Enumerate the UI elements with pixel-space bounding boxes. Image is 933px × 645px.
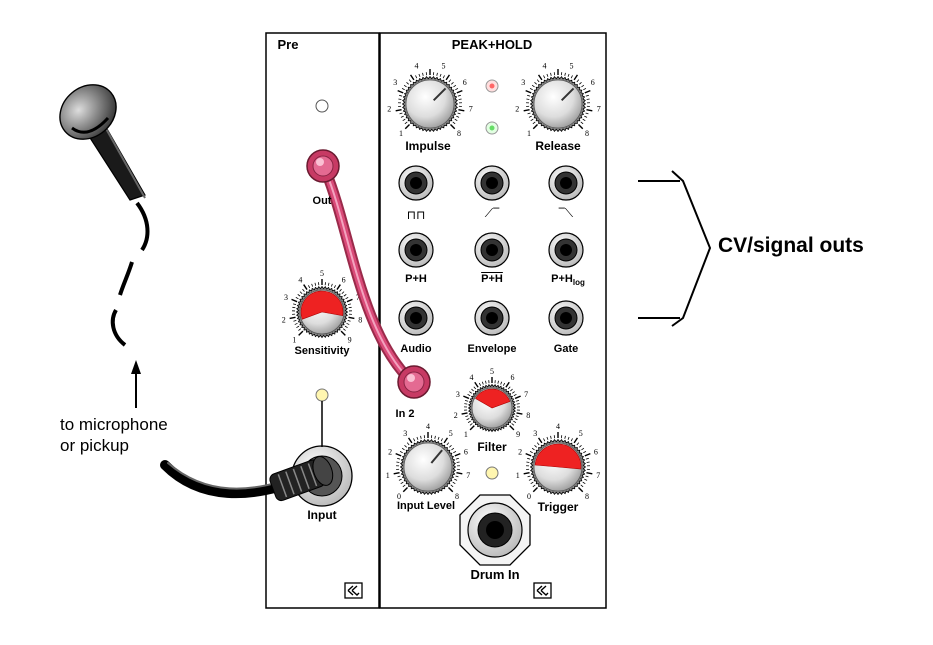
impulse-knob-number: 5 [442, 61, 446, 70]
pre-title: Pre [278, 37, 299, 52]
filter-knob-number: 7 [524, 390, 528, 399]
out-label: Out [313, 195, 332, 207]
release-knob-number: 4 [542, 61, 546, 70]
release-knob-number: 8 [585, 129, 589, 138]
jack-decay-out[interactable] [549, 166, 583, 200]
audio-label: Audio [400, 343, 431, 355]
input-level-knob-number: 2 [388, 447, 392, 456]
drum-in-jack[interactable] [460, 495, 530, 565]
release-label: Release [535, 139, 580, 153]
filter-knob-number: 4 [469, 373, 473, 382]
drum-in-label: Drum In [470, 567, 519, 582]
trigger-knob-number: 1 [516, 471, 520, 480]
sensitivity-knob-number: 3 [284, 293, 288, 302]
sensitivity-knob-number: 1 [292, 336, 296, 345]
input-label: Input [307, 508, 336, 522]
trigger-knob-number: 2 [518, 447, 522, 456]
filter-knob-number: 9 [516, 430, 520, 439]
sensitivity-knob-number: 8 [358, 316, 362, 325]
trigger-label: Trigger [538, 500, 579, 514]
release-knob-number: 5 [570, 61, 574, 70]
input-level-knob-number: 5 [449, 429, 453, 438]
ph-label: P+H [405, 273, 427, 285]
mic-arrow [131, 360, 141, 408]
impulse-knob-number: 2 [387, 105, 391, 114]
jack-envelope-out[interactable] [475, 301, 509, 335]
trigger-knob-number: 3 [533, 429, 537, 438]
input-level-knob-number: 4 [426, 422, 430, 431]
jack-ph-out[interactable] [399, 233, 433, 267]
impulse-label: Impulse [405, 139, 450, 153]
cable-plug-in2[interactable] [398, 366, 430, 398]
trigger-knob-number: 4 [556, 422, 560, 431]
pre-input-led [316, 389, 328, 401]
impulse-knob-number: 8 [457, 129, 461, 138]
jack-audio-out[interactable] [399, 301, 433, 335]
jack-symbol-attack: ⟋‾ [485, 206, 499, 221]
jack-gate-out[interactable] [549, 301, 583, 335]
impulse-knob-number: 6 [463, 78, 467, 87]
cv-bracket [638, 171, 710, 326]
ph-inverted-label: P+H [481, 273, 503, 285]
input-level-knob-number: 8 [455, 492, 459, 501]
filter-knob-number: 3 [456, 390, 460, 399]
peak-hold-title: PEAK+HOLD [452, 37, 533, 52]
impulse-knob-number: 4 [414, 61, 418, 70]
sensitivity-knob-number: 4 [298, 276, 302, 285]
trigger-led [486, 467, 498, 479]
filter-knob-number: 5 [490, 367, 494, 376]
trigger-knob-number: 8 [585, 492, 589, 501]
sensitivity-label: Sensitivity [294, 345, 349, 357]
mic-note-line1: to microphone [60, 414, 168, 435]
sensitivity-knob-number: 2 [282, 316, 286, 325]
input-level-knob-number: 3 [403, 429, 407, 438]
peak-hold-logo [534, 583, 551, 598]
impulse-knob-number: 3 [393, 78, 397, 87]
input-level-knob-number: 6 [464, 447, 468, 456]
jack-attack-out[interactable] [475, 166, 509, 200]
filter-knob-number: 6 [511, 373, 515, 382]
jack-pulse-out[interactable] [399, 166, 433, 200]
filter-knob-number: 8 [526, 411, 530, 420]
release-knob-number: 2 [515, 105, 519, 114]
impulse-knob-number: 7 [469, 105, 473, 114]
trigger-knob-number: 7 [596, 471, 600, 480]
release-knob-number: 7 [597, 105, 601, 114]
trigger-knob-number: 5 [579, 429, 583, 438]
jack-ph-log-out[interactable] [549, 233, 583, 267]
trigger-knob-number: 0 [527, 492, 531, 501]
input-level-knob-number: 7 [466, 471, 470, 480]
input-level-knob-number: 1 [386, 471, 390, 480]
pre-logo [345, 583, 362, 598]
pre-led [316, 100, 328, 112]
sensitivity-knob-number: 6 [342, 276, 346, 285]
in2-label: In 2 [396, 408, 415, 420]
release-knob-number: 3 [521, 78, 525, 87]
mic-note: to microphone or pickup [60, 414, 168, 456]
sensitivity-knob-number: 9 [348, 336, 352, 345]
cv-outs-label: CV/signal outs [718, 234, 864, 258]
mic-note-line2: or pickup [60, 435, 168, 456]
filter-knob-number: 2 [454, 411, 458, 420]
envelope-label: Envelope [468, 343, 517, 355]
ph-log-label: P+Hlog [551, 273, 585, 287]
filter-knob-number: 1 [464, 430, 468, 439]
gate-label: Gate [554, 343, 578, 355]
release-knob-number: 6 [591, 78, 595, 87]
release-knob-number: 1 [527, 129, 531, 138]
sensitivity-knob-number: 5 [320, 269, 324, 278]
microphone [49, 74, 148, 345]
input-level-label: Input Level [397, 500, 455, 512]
jack-symbol-pulse: ⊓⊓ [407, 208, 426, 222]
jack-ph-inverted-out[interactable] [475, 233, 509, 267]
trigger-knob-number: 6 [594, 447, 598, 456]
filter-label: Filter [477, 440, 506, 454]
jack-symbol-decay: ‾⟍ [559, 206, 573, 221]
cable-plug-out[interactable] [307, 150, 339, 182]
impulse-knob-number: 1 [399, 129, 403, 138]
